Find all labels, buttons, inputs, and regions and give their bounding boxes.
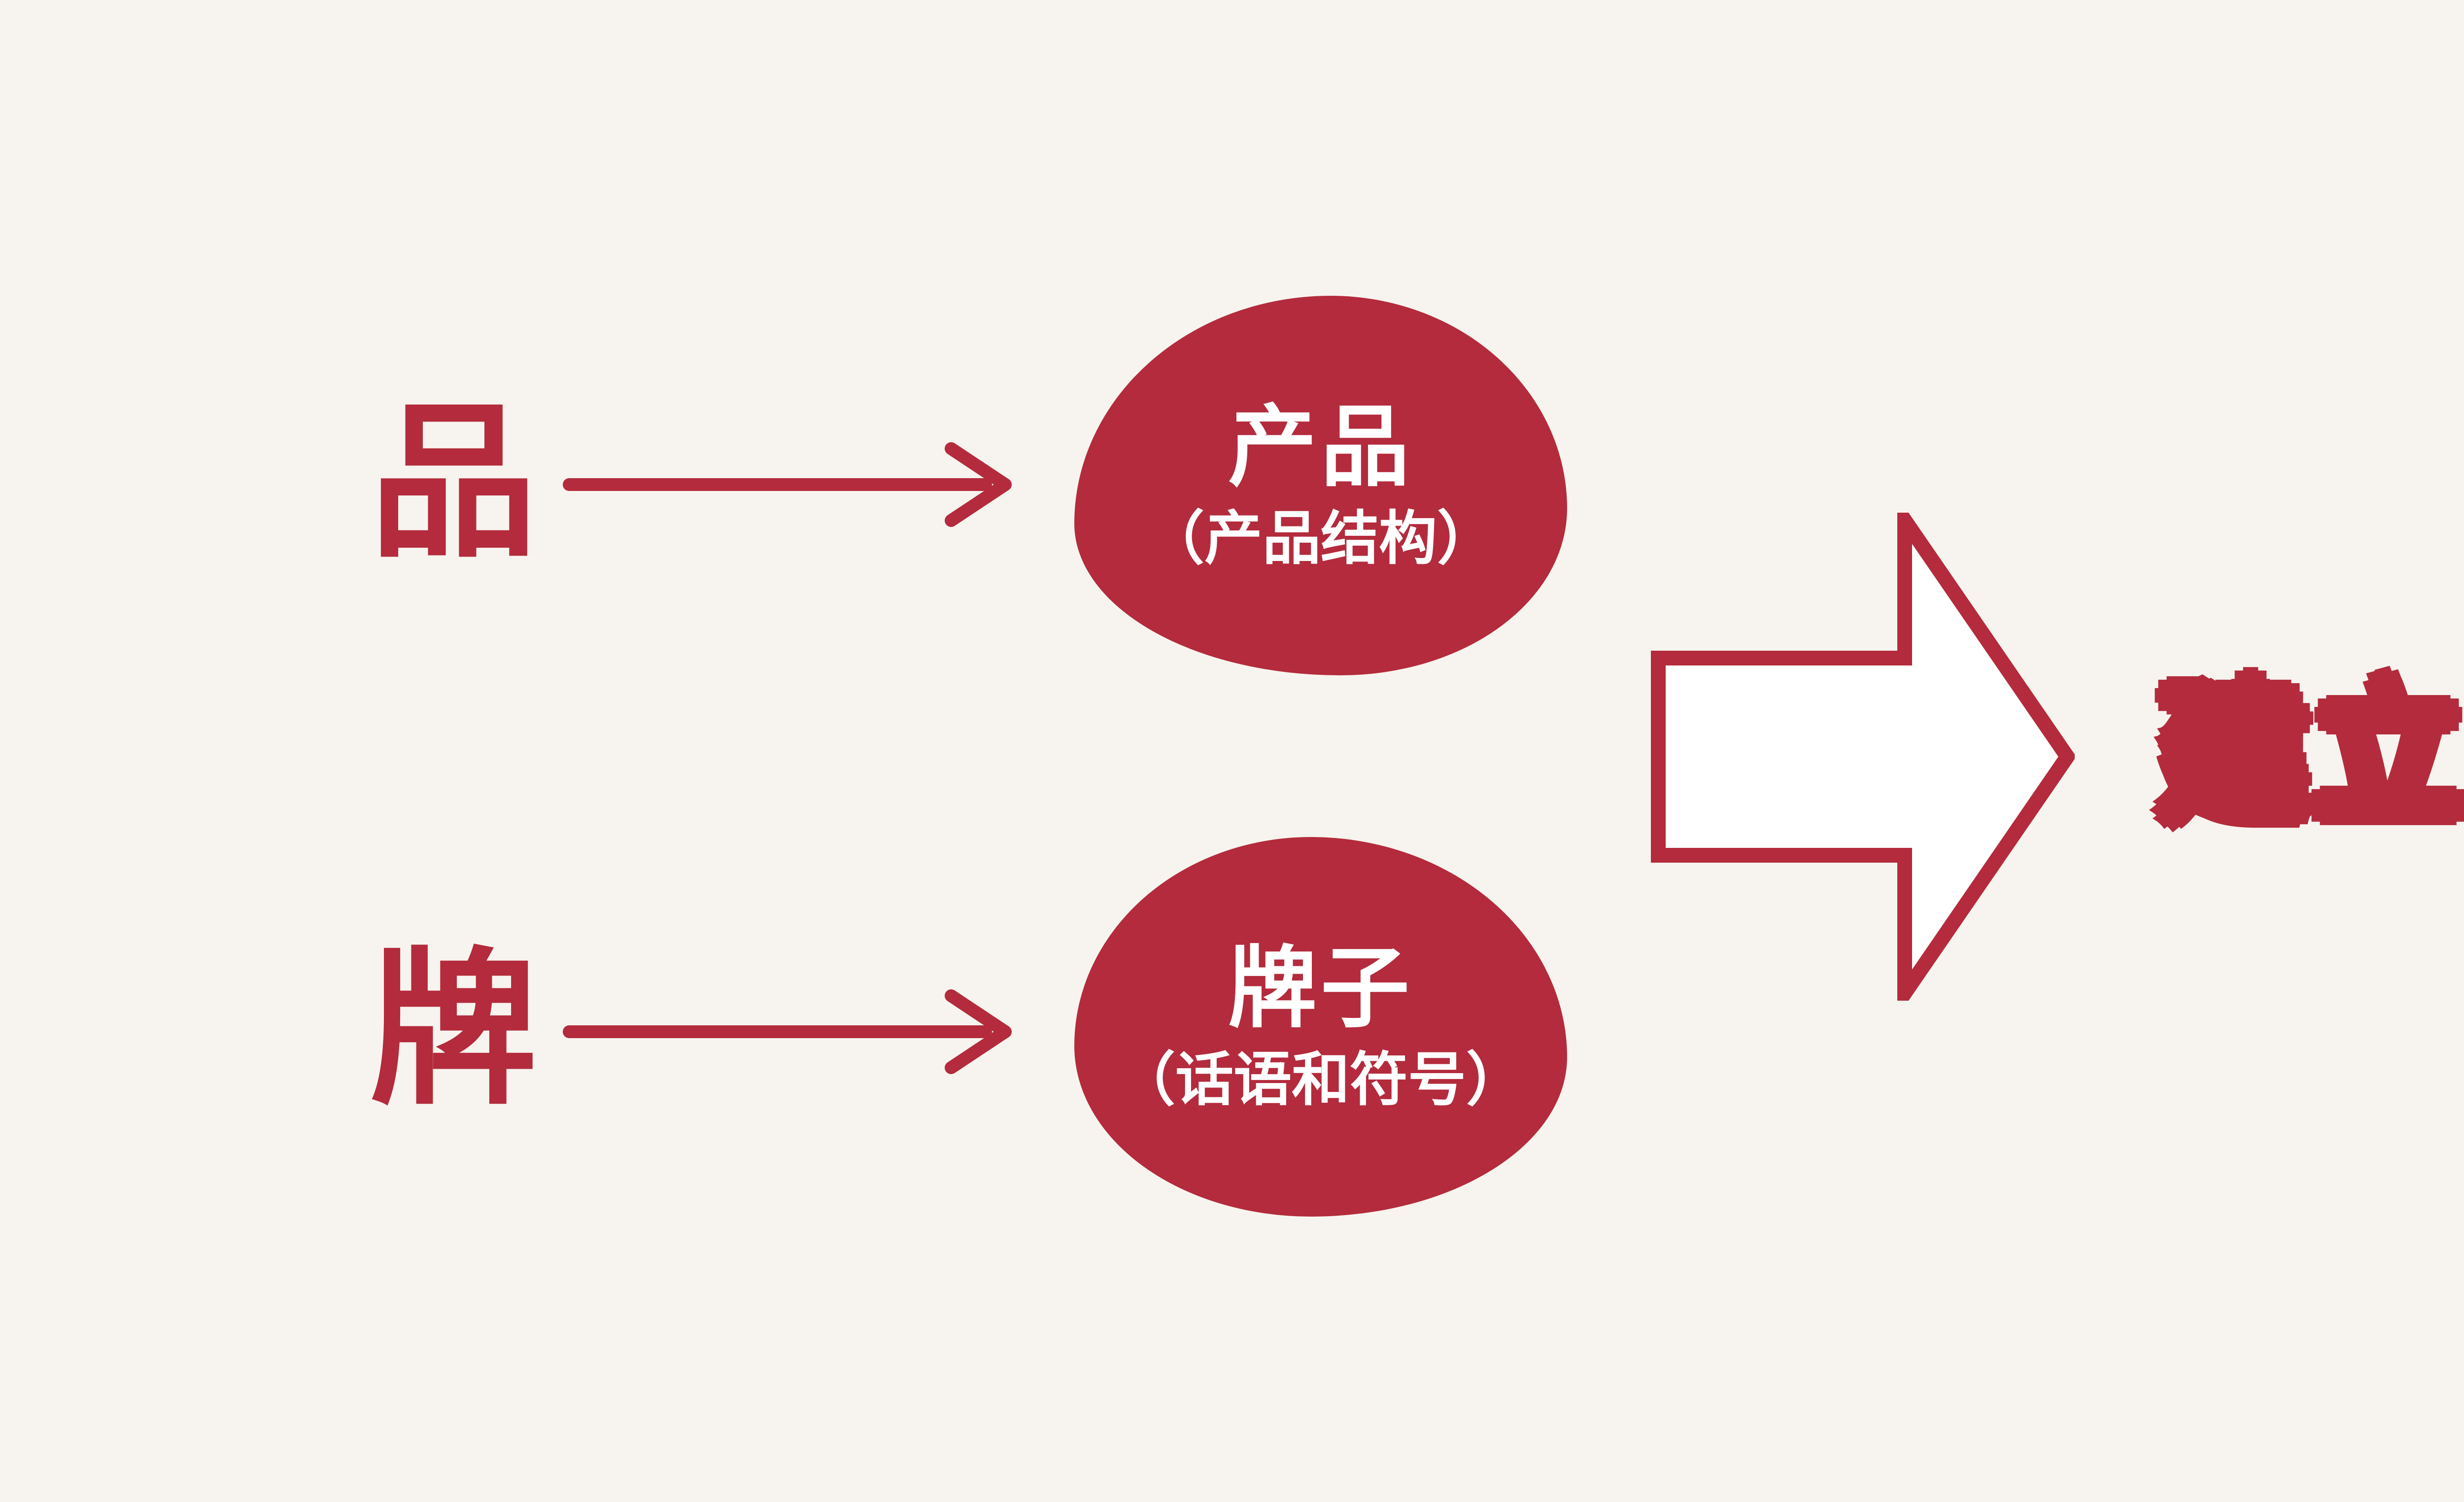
node-blob-brand-name: 牌子 （话语和符号） <box>1074 837 1567 1217</box>
node-subtitle-brand-name: （话语和符号） <box>1117 1048 1524 1113</box>
source-character-pai: 牌 <box>370 937 537 1124</box>
node-subtitle-product: （产品结构） <box>1146 506 1495 571</box>
right-arrow-icon <box>563 442 1012 527</box>
right-arrow-icon <box>563 989 1012 1074</box>
result-title: 建立品牌 <box>2156 671 2464 837</box>
node-title-product: 产品 <box>1228 398 1413 497</box>
merge-arrow-icon <box>1651 513 2075 1001</box>
node-blob-product: 产品 （产品结构） <box>1074 296 1567 675</box>
node-title-brand-name: 牌子 <box>1228 939 1413 1038</box>
source-character-pin: 品 <box>370 389 537 577</box>
